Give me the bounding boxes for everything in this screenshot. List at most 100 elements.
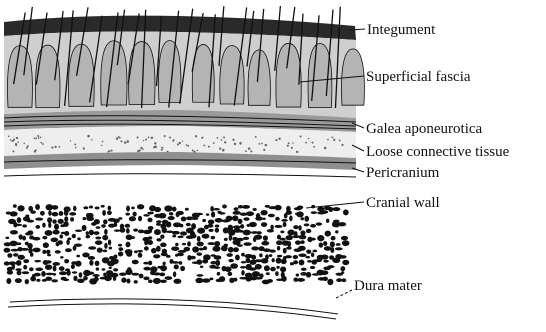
bone-trabecula <box>65 248 72 252</box>
bone-trabecula <box>113 255 117 259</box>
bone-trabecula <box>16 260 22 266</box>
bone-trabecula <box>54 224 59 230</box>
stipple-dot <box>161 149 163 151</box>
bone-trabecula <box>320 270 328 275</box>
bone-trabecula <box>14 224 22 226</box>
bone-trabecula <box>53 273 56 276</box>
bone-trabecula <box>238 219 243 224</box>
bone-trabecula <box>36 279 40 282</box>
bone-trabecula <box>192 217 199 219</box>
bone-trabecula <box>127 279 131 284</box>
bone-trabecula <box>102 235 108 240</box>
bone-trabecula <box>101 224 106 227</box>
bone-trabecula <box>159 272 165 276</box>
bone-trabecula <box>52 212 59 217</box>
bone-trabecula <box>113 223 117 227</box>
bone-trabecula <box>102 210 106 216</box>
bone-trabecula <box>147 212 154 215</box>
bone-trabecula <box>283 222 287 227</box>
bone-trabecula <box>34 260 41 263</box>
bone-trabecula <box>251 255 256 260</box>
label-cranial-wall: Cranial wall <box>366 195 440 211</box>
bone-trabecula <box>151 248 157 254</box>
bone-trabecula <box>10 211 18 216</box>
bone-trabecula <box>257 231 262 234</box>
bone-trabecula <box>17 217 22 223</box>
stipple-dot <box>40 142 42 144</box>
bone-trabecula <box>215 224 220 227</box>
bone-trabecula <box>46 250 50 254</box>
bone-trabecula <box>13 253 18 257</box>
bone-trabecula <box>289 215 293 221</box>
stipple-dot <box>339 140 341 142</box>
bone-trabecula <box>219 212 226 214</box>
bone-trabecula <box>118 252 123 257</box>
bone-trabecula <box>83 206 88 209</box>
stipple-dot <box>221 139 223 141</box>
bone-trabecula <box>263 235 268 241</box>
stipple-dot <box>213 142 215 144</box>
bone-trabecula <box>341 278 346 282</box>
bone-trabecula <box>217 272 221 276</box>
bone-trabecula <box>95 236 101 239</box>
bone-trabecula <box>138 253 143 258</box>
stipple-dot <box>23 143 25 145</box>
bone-trabecula <box>196 274 203 277</box>
bone-trabecula <box>340 255 346 258</box>
bone-trabecula <box>27 220 34 223</box>
stipple-dot <box>222 149 225 152</box>
stipple-dot <box>296 151 298 153</box>
bone-trabecula <box>162 227 167 233</box>
bone-trabecula <box>32 237 40 241</box>
bone-trabecula <box>23 265 27 270</box>
bone-trabecula <box>7 253 12 257</box>
bone-trabecula <box>298 246 306 251</box>
bone-trabecula <box>47 254 51 256</box>
bone-trabecula <box>138 216 142 222</box>
stipple-dot <box>16 137 18 139</box>
bone-trabecula <box>182 243 186 245</box>
bone-trabecula <box>12 263 15 269</box>
bone-trabecula <box>332 258 340 263</box>
bone-trabecula <box>219 276 225 282</box>
bone-trabecula <box>254 277 262 280</box>
bone-trabecula <box>108 239 111 245</box>
bone-trabecula <box>197 252 203 256</box>
bone-trabecula <box>275 225 283 228</box>
stipple-dot <box>119 137 121 139</box>
bone-trabecula <box>153 278 161 284</box>
bone-trabecula <box>51 205 58 210</box>
bone-trabecula <box>45 230 53 236</box>
stipple-dot <box>292 142 293 143</box>
bone-trabecula <box>249 222 257 227</box>
bone-trabecula <box>69 212 76 215</box>
bone-trabecula <box>102 268 106 270</box>
bone-trabecula <box>327 279 333 285</box>
bone-trabecula <box>296 273 299 276</box>
bone-trabecula <box>281 259 287 265</box>
bone-trabecula <box>45 264 52 270</box>
bone-trabecula <box>110 258 118 264</box>
bone-trabecula <box>313 250 318 253</box>
stipple-dot <box>195 135 197 137</box>
stipple-dot <box>265 144 267 146</box>
bone-trabecula <box>89 205 93 208</box>
bone-trabecula <box>232 215 238 221</box>
stipple-dot <box>245 150 247 152</box>
stipple-dot <box>54 146 56 148</box>
bone-trabecula <box>21 248 29 251</box>
stipple-dot <box>34 150 36 152</box>
bone-trabecula <box>298 253 306 257</box>
stipple-dot <box>120 140 122 142</box>
bone-trabecula <box>51 238 59 243</box>
bone-trabecula <box>280 267 286 273</box>
bone-trabecula <box>63 221 68 227</box>
bone-trabecula <box>131 206 135 209</box>
bone-trabecula <box>177 253 184 256</box>
stipple-dot <box>203 145 205 147</box>
stipple-dot <box>291 147 293 149</box>
bone-trabecula <box>35 267 43 271</box>
bone-trabecula <box>164 205 172 211</box>
bone-trabecula <box>275 217 279 221</box>
bone-trabecula <box>254 235 262 240</box>
